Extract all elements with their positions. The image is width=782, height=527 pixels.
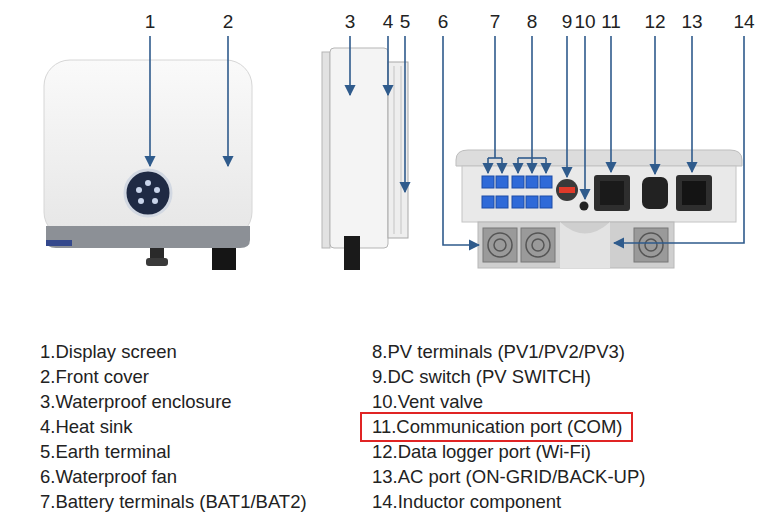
part-list-item: 1.Display screen <box>40 341 177 362</box>
highlight-box: 11.Communication port (COM) <box>360 412 633 442</box>
callout-number: 10 <box>574 11 595 33</box>
callout-number: 13 <box>681 11 702 33</box>
callout-number: 4 <box>383 11 394 33</box>
part-list-item: 4.Heat sink <box>40 416 133 437</box>
part-list-item: 11.Communication port (COM) <box>372 416 623 437</box>
part-list-item: 5.Earth terminal <box>40 441 171 462</box>
part-list-item: 2.Front cover <box>40 366 149 387</box>
callout-number: 12 <box>644 11 665 33</box>
callout-number: 7 <box>490 11 501 33</box>
part-list-item: 8.PV terminals (PV1/PV2/PV3) <box>372 341 625 362</box>
part-list-item: 13.AC port (ON-GRID/BACK-UP) <box>372 466 645 487</box>
callout-number: 3 <box>345 11 356 33</box>
callout-number: 8 <box>527 11 538 33</box>
side-view <box>322 48 408 270</box>
leader-lines <box>150 36 744 245</box>
callout-number: 5 <box>400 11 411 33</box>
front-view <box>44 60 252 270</box>
part-list-item: 7.Battery terminals (BAT1/BAT2) <box>40 491 307 512</box>
callout-number: 1 <box>145 11 156 33</box>
part-list-item: 9.DC switch (PV SWITCH) <box>372 366 591 387</box>
callout-number: 9 <box>562 11 573 33</box>
part-list-item: 10.Vent valve <box>372 391 483 412</box>
part-list-item: 12.Data logger port (Wi-Fi) <box>372 441 591 462</box>
part-list-item: 3.Waterproof enclosure <box>40 391 232 412</box>
part-list-item: 14.Inductor component <box>372 491 561 512</box>
callout-number: 14 <box>733 11 754 33</box>
part-list-item: 6.Waterproof fan <box>40 466 177 487</box>
callout-number: 2 <box>223 11 234 33</box>
callout-number: 11 <box>601 11 621 33</box>
bottom-view <box>456 150 742 268</box>
callout-number: 6 <box>438 11 449 33</box>
